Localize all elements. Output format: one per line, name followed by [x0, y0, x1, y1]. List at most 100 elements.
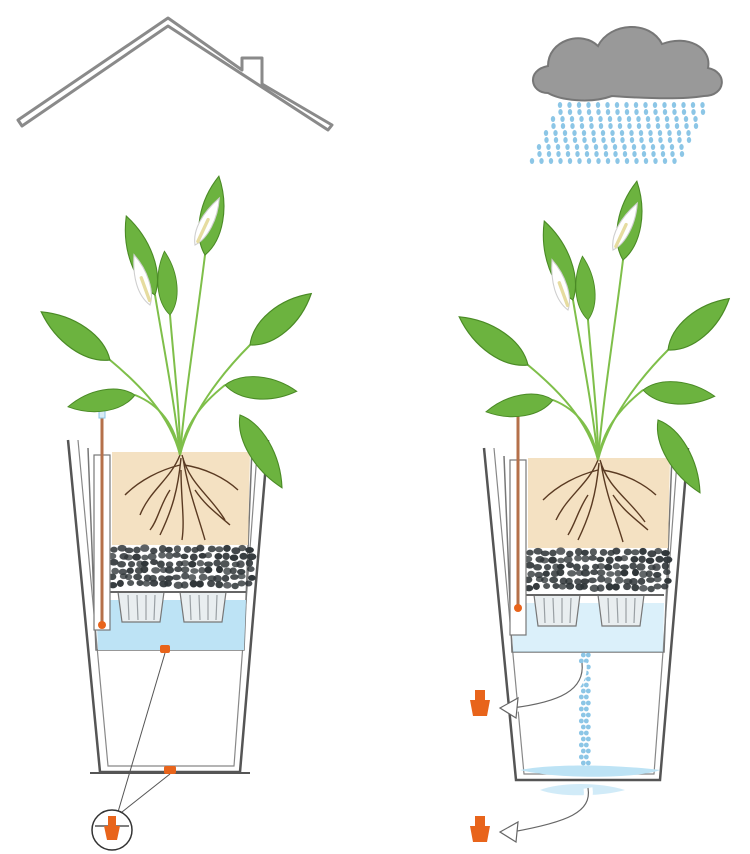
pebble: [590, 569, 598, 575]
pebble: [133, 547, 140, 554]
pebble: [199, 574, 208, 581]
water-droplet: [584, 707, 589, 712]
pebble: [540, 557, 549, 563]
rain-drop: [701, 109, 705, 115]
pebble: [184, 546, 192, 553]
pebble: [615, 577, 624, 584]
rain-drop: [556, 151, 560, 157]
pebble: [624, 549, 632, 556]
pebble: [632, 569, 639, 576]
pebble: [247, 566, 255, 572]
pebble: [597, 563, 605, 569]
pebble: [606, 571, 614, 577]
rain-drop: [682, 109, 686, 115]
rain-drop: [649, 137, 653, 143]
rain-drop: [694, 123, 698, 129]
rain-drop: [684, 116, 688, 122]
water-droplet: [579, 659, 584, 664]
pebble: [246, 559, 253, 566]
rain-drop: [558, 102, 562, 108]
rain-drop: [587, 158, 591, 164]
pebble: [543, 583, 550, 589]
rain-drop: [637, 123, 641, 129]
pebble: [207, 580, 215, 587]
pebble: [661, 550, 670, 556]
pebble: [663, 569, 671, 575]
pebble: [600, 549, 608, 556]
water-droplet: [586, 749, 591, 754]
pebble: [629, 563, 637, 570]
pebble: [567, 570, 576, 576]
pebble: [543, 571, 550, 577]
pebble: [230, 554, 239, 561]
pebble: [662, 562, 669, 569]
rain-drop: [655, 116, 659, 122]
rain-drop: [639, 137, 643, 143]
pebble: [165, 547, 173, 553]
rain-drop: [668, 137, 672, 143]
rain-drop: [641, 144, 645, 150]
pebble: [566, 562, 574, 568]
scene-outdoor: [452, 27, 737, 842]
water-droplet: [579, 707, 584, 712]
pebble: [132, 554, 141, 561]
pebble: [215, 581, 223, 588]
rain-drop: [596, 158, 600, 164]
rain-drop: [608, 123, 612, 129]
pebble: [216, 566, 223, 573]
rain-drop: [570, 123, 574, 129]
rain-drop: [615, 158, 619, 164]
rain-drop: [579, 116, 583, 122]
water-droplet: [581, 761, 586, 766]
water-droplet: [584, 683, 589, 688]
pebble: [222, 553, 229, 560]
water-droplet: [581, 737, 586, 742]
pebble-layer-left: [108, 544, 257, 589]
pebble: [172, 552, 180, 558]
pebble: [646, 557, 655, 564]
pebble: [596, 557, 604, 563]
water-droplet: [579, 743, 584, 748]
rain-drop: [613, 144, 617, 150]
pebble: [117, 561, 126, 568]
pebble: [580, 583, 588, 590]
pebble: [245, 580, 252, 586]
water-droplet: [581, 689, 586, 694]
pebble: [663, 556, 672, 563]
water-droplet: [584, 731, 589, 736]
pebble: [165, 566, 174, 573]
water-droplet: [586, 653, 591, 658]
rain-drop: [615, 102, 619, 108]
rain-drop: [663, 109, 667, 115]
rain-drop: [575, 144, 579, 150]
pebble: [661, 583, 668, 589]
pebble: [188, 574, 196, 581]
rain-drop: [580, 123, 584, 129]
rain-drop: [691, 109, 695, 115]
pebble: [541, 577, 548, 583]
pebble: [541, 550, 550, 556]
water-droplet: [579, 731, 584, 736]
rain-drop: [544, 137, 548, 143]
water-droplet: [586, 737, 591, 742]
rain-drop: [617, 116, 621, 122]
rain-drop: [546, 144, 550, 150]
pebble: [604, 577, 612, 584]
pebble: [606, 556, 614, 563]
rain-drop: [687, 137, 691, 143]
pebble-layer-right: [524, 547, 673, 592]
rain-drop: [594, 144, 598, 150]
water-level-indicator-right: [510, 405, 526, 635]
pebble: [239, 553, 247, 560]
pebble: [639, 585, 648, 592]
water-droplet: [584, 743, 589, 748]
pebble: [556, 569, 564, 576]
rain-drop: [582, 130, 586, 136]
pebble: [141, 561, 149, 567]
rain-drop: [601, 137, 605, 143]
pebble: [158, 552, 166, 559]
rain-drop: [606, 109, 610, 115]
rain-drop: [622, 144, 626, 150]
